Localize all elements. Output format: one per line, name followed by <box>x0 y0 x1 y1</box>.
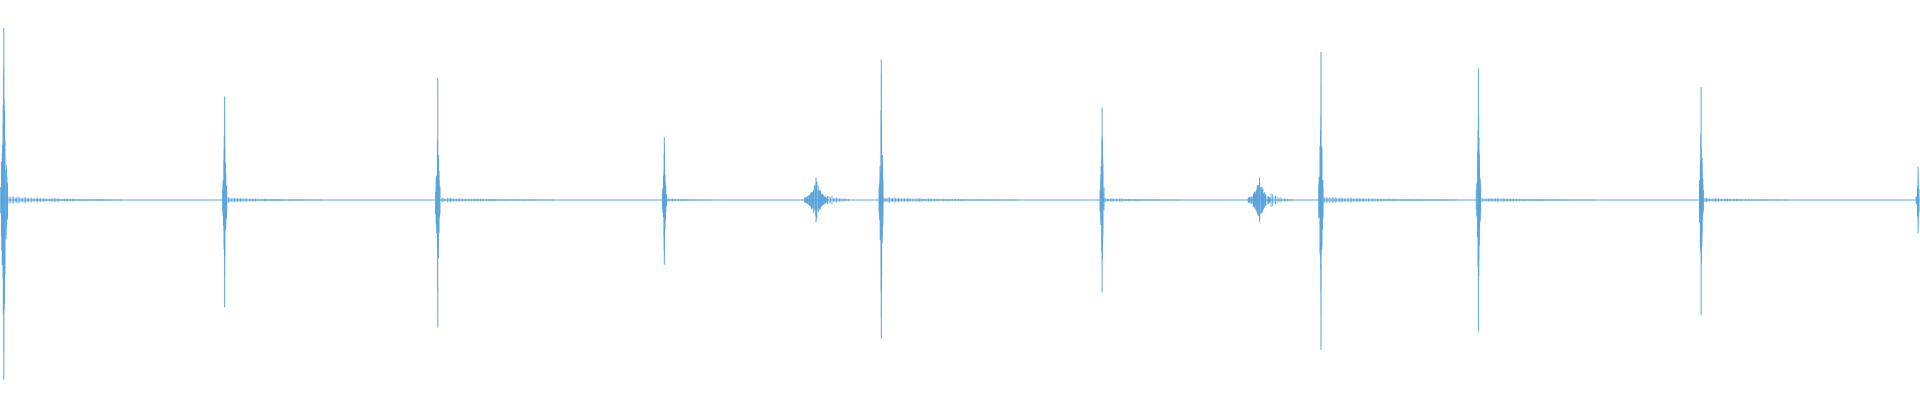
waveform-transient <box>804 177 849 223</box>
waveform-transient <box>435 77 555 328</box>
waveform-transient <box>222 96 322 308</box>
waveform-transient <box>661 137 714 265</box>
waveform-transient <box>1247 177 1293 223</box>
waveform-transient <box>1475 68 1596 332</box>
waveform-transient <box>1698 87 1790 315</box>
waveform-transient <box>1318 52 1458 350</box>
waveform-transient <box>878 59 1018 339</box>
waveform-transient <box>1099 107 1180 293</box>
waveform-transient <box>0 27 123 380</box>
waveform-transient <box>1915 166 1920 234</box>
